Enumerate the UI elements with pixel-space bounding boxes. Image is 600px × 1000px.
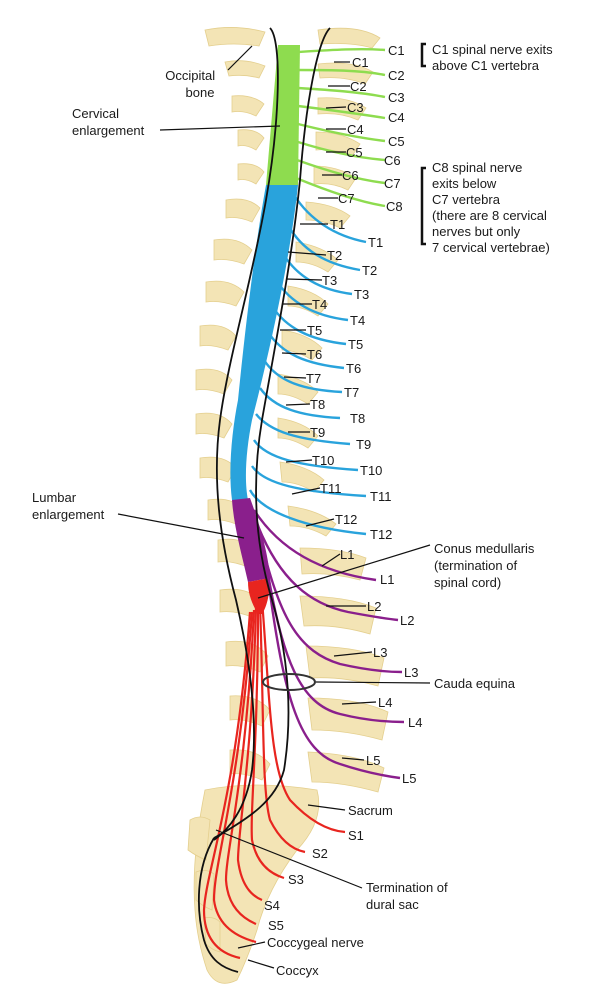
vertebra-label-t4: T4 [312, 297, 327, 312]
nerve-label-s4: S4 [264, 898, 280, 913]
vertebra-label-t5: T5 [307, 323, 322, 338]
c8-note: C8 spinal nerve exits below C7 vertebra … [432, 160, 551, 255]
nerve-label-t8: T8 [350, 411, 365, 426]
nerve-label-c6: C6 [384, 153, 401, 168]
cervical-enlargement-label: Cervical enlargement [72, 106, 145, 138]
nerve-label-t7: T7 [344, 385, 359, 400]
coccygeal-nerve-label: Coccygeal nerve [267, 935, 364, 950]
c1-note-bracket [420, 42, 426, 68]
vertebra-label-l2: L2 [367, 599, 381, 614]
nerve-label-c2: C2 [388, 68, 405, 83]
nerve-label-s1: S1 [348, 828, 364, 843]
vertebra-label-l5: L5 [366, 753, 380, 768]
nerve-label-t11: T11 [370, 489, 391, 504]
dural-sac-outline [198, 27, 331, 973]
vertebra-label-t2: T2 [327, 248, 342, 263]
vertebra-label-c2: C2 [350, 79, 367, 94]
nerve-label-s5: S5 [268, 918, 284, 933]
cauda-equina-label: Cauda equina [434, 676, 516, 691]
nerve-label-c5: C5 [388, 134, 405, 149]
nerve-label-l4: L4 [408, 715, 422, 730]
nerve-label-s3: S3 [288, 872, 304, 887]
c1-note: C1 spinal nerve exits above C1 vertebra [432, 42, 556, 73]
nerve-label-t12: T12 [370, 527, 392, 542]
vertebra-label-t10: T10 [312, 453, 334, 468]
lumbar-enlargement-label: Lumbar enlargement [32, 490, 105, 522]
conus-medullaris-segment [248, 578, 270, 614]
nerve-label-l3: L3 [404, 665, 418, 680]
thoracic-cord-segment [230, 185, 298, 500]
lumbar-cord-segment [232, 498, 270, 582]
nerve-label-c3: C3 [388, 90, 405, 105]
nerve-label-l2: L2 [400, 613, 414, 628]
nerve-label-t3: T3 [354, 287, 369, 302]
cauda-equina-marker [262, 673, 316, 691]
nerve-label-t9: T9 [356, 437, 371, 452]
vertebra-label-l1: L1 [340, 547, 354, 562]
vertebra-label-c5: C5 [346, 145, 363, 160]
nerve-label-c8: C8 [386, 199, 403, 214]
vertebra-label-t7: T7 [306, 371, 321, 386]
sacrum-label: Sacrum [348, 803, 393, 818]
vertebra-label-t6: T6 [307, 347, 322, 362]
nerve-label-c1: C1 [388, 43, 405, 58]
vertebral-column [187, 27, 389, 984]
nerve-label-t1: T1 [368, 235, 383, 250]
nerve-label-t5: T5 [348, 337, 363, 352]
nerve-label-t10: T10 [360, 463, 382, 478]
vertebra-label-l3: L3 [373, 645, 387, 660]
nerve-labels: C1 C2 C3 C4 C5 C6 C7 C8 T1 T2 T3 T4 T5 T… [264, 43, 422, 933]
nerve-label-s2: S2 [312, 846, 328, 861]
vertebra-label-c3: C3 [347, 100, 364, 115]
vertebra-label-c6: C6 [342, 168, 359, 183]
vertebra-label-t12: T12 [335, 512, 357, 527]
vertebra-label-t1: T1 [330, 217, 345, 232]
nerve-label-c7: C7 [384, 176, 401, 191]
vertebra-labels: C1 C2 C3 C4 C5 C6 C7 T1 T2 T3 T4 T5 T6 T… [306, 55, 392, 768]
cervical-nerves [295, 47, 386, 208]
c8-note-bracket [420, 166, 426, 246]
leader-lines [117, 45, 431, 969]
vertebra-label-t8: T8 [310, 397, 325, 412]
vertebra-label-c4: C4 [347, 122, 364, 137]
nerve-label-l1: L1 [380, 572, 394, 587]
vertebra-label-t3: T3 [322, 273, 337, 288]
nerve-label-t4: T4 [350, 313, 365, 328]
termination-dural-sac-label: Termination of dural sac [366, 880, 451, 912]
vertebra-label-t11: T11 [320, 481, 341, 496]
nerve-label-c4: C4 [388, 110, 405, 125]
nerve-label-t6: T6 [346, 361, 361, 376]
nerve-label-l5: L5 [402, 771, 416, 786]
cervical-cord-segment [266, 45, 300, 185]
nerve-label-t2: T2 [362, 263, 377, 278]
conus-medullaris-label: Conus medullaris (termination of spinal … [434, 541, 538, 590]
lumbar-nerves [252, 509, 405, 780]
coccyx-label: Coccyx [276, 963, 319, 978]
vertebra-label-c7: C7 [338, 191, 355, 206]
vertebra-label-c1: C1 [352, 55, 369, 70]
vertebra-label-t9: T9 [310, 425, 325, 440]
spinal-cord [230, 45, 300, 614]
occipital-bone-label: Occipital bone [165, 68, 218, 100]
vertebra-label-l4: L4 [378, 695, 392, 710]
